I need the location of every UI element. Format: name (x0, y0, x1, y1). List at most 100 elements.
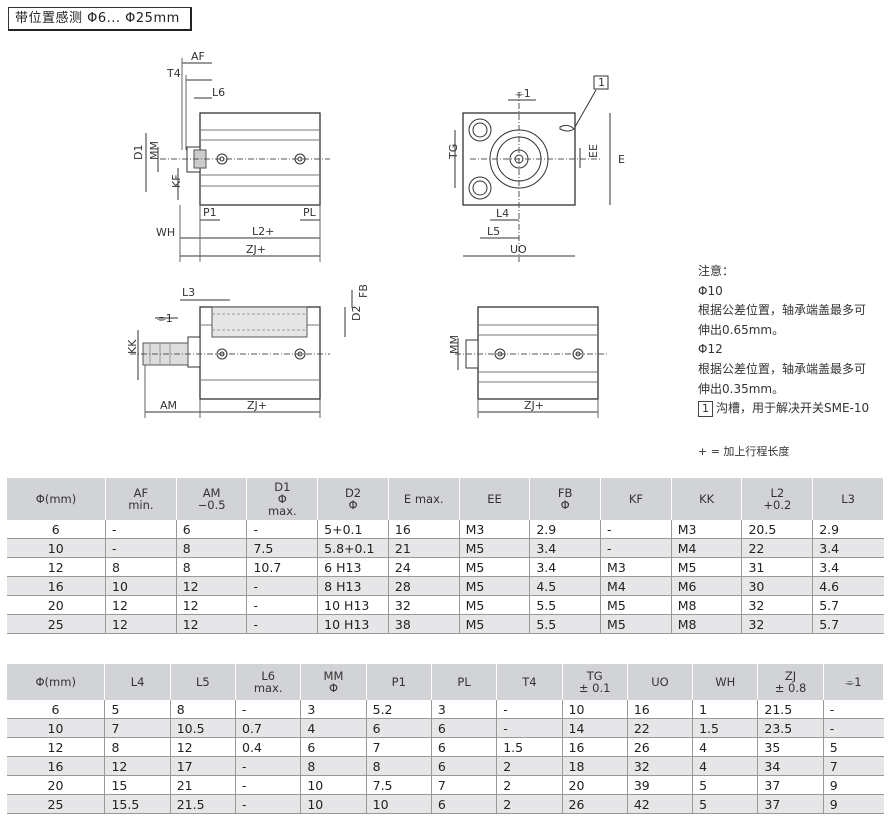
table-cell: 5 (104, 700, 171, 719)
table-cell: 10 (300, 775, 367, 795)
table-cell: 10 H13 (317, 614, 389, 634)
table-cell: 10 (6, 538, 107, 558)
table-cell: 16 (6, 756, 106, 776)
table-cell: 12 (176, 576, 248, 596)
table-cell: 6 (431, 718, 498, 738)
table-cell: - (235, 700, 302, 719)
table-cell: 12 (105, 595, 177, 615)
table-cell: 8 (105, 557, 177, 577)
table-cell: 16 (562, 737, 628, 757)
table-cell: 10 (366, 794, 432, 814)
header-text: MM (323, 669, 344, 683)
table-cell: 6 (6, 520, 107, 539)
table-cell: 4.6 (812, 576, 884, 596)
label-L2: L2+ (252, 225, 274, 238)
table-cell: 4 (692, 756, 759, 776)
label-D2: D2 (350, 306, 363, 321)
header-text: ZJ (784, 669, 797, 683)
label-EE: EE (587, 144, 600, 158)
column-header: L5 (169, 664, 237, 700)
table-cell: 12 (170, 737, 237, 757)
table-cell: 20 (6, 595, 107, 615)
table-cell: M8 (671, 595, 743, 615)
table-cell: 16 (627, 700, 694, 719)
table-cell: 1.5 (692, 718, 759, 738)
label-ZJ-bottom: ZJ+ (247, 399, 267, 412)
table-cell: 3.4 (529, 557, 602, 577)
table-cell: 25 (6, 614, 107, 634)
table-cell: 10 (300, 794, 367, 814)
table-cell: 9 (823, 775, 884, 795)
table-cell: 10 (105, 576, 177, 596)
label-ZJ-rear: ZJ+ (524, 399, 544, 412)
table-cell: 10.5 (170, 718, 237, 738)
label-D1: D1 (132, 145, 145, 160)
table-cell: M5 (600, 614, 672, 634)
header-text: ⌯1 (845, 675, 862, 689)
cylinder-drawings: AF T4 L6 D1 MM KF P1 PL WH L2+ ZJ+ ⌯1 1 … (126, 50, 625, 418)
header-text: −0.5 (197, 498, 226, 512)
table-cell: 8 (104, 737, 171, 757)
table-cell: 10 (562, 700, 628, 719)
table-cell: 12 (105, 614, 177, 634)
table-cell: - (246, 614, 319, 634)
table-cell: 8 (366, 756, 432, 776)
table-cell: 4 (692, 737, 759, 757)
column-header: E max. (387, 478, 460, 520)
header-text: EE (487, 492, 502, 506)
table-cell: 39 (627, 775, 694, 795)
label-ZJ-top: ZJ+ (246, 243, 266, 256)
table-cell: 10.7 (246, 557, 319, 577)
table-cell: 32 (388, 595, 460, 615)
table-cell: 2.9 (812, 520, 884, 539)
header-text: KF (628, 492, 643, 506)
table-cell: M4 (671, 538, 743, 558)
table-cell: 21.5 (170, 794, 237, 814)
note-d10: Φ10 (698, 283, 723, 298)
table-cell: 20 (562, 775, 628, 795)
label-MM-rear: MM (448, 335, 461, 354)
table-cell: 8 (300, 756, 367, 776)
table-cell: 5.7 (812, 614, 884, 634)
header-text: L6 (261, 669, 276, 683)
table-cell: 1 (692, 700, 759, 719)
table-cell: 17 (170, 756, 237, 776)
column-header: KF (600, 478, 672, 520)
table-cell: 2 (496, 794, 563, 814)
table-cell: 4.5 (529, 576, 602, 596)
header-text: D2 (344, 486, 362, 500)
header-text: AF (133, 486, 149, 500)
plus-note: + = 加上行程长度 (698, 445, 790, 458)
notes-block: 注意： Φ10 根据公差位置，轴承端盖最多可 伸出0.65mm。 Φ12 根据公… (698, 262, 869, 419)
table-cell: 42 (627, 794, 694, 814)
notes-heading: 注意： (698, 264, 735, 278)
label-UO: UO (510, 243, 527, 256)
table-cell: 37 (757, 794, 824, 814)
table-cell: 5.5 (529, 595, 602, 615)
header-text: TG (586, 669, 603, 683)
table-cell: 12 (176, 595, 248, 615)
table-cell: 8 H13 (317, 576, 389, 596)
table-cell: - (600, 520, 672, 539)
header-text: Φ(mm) (35, 492, 77, 506)
column-header: TG± 0.1 (561, 664, 628, 700)
table-cell: 2 (496, 756, 563, 776)
table-cell: 16 (6, 576, 107, 596)
table-cell: - (246, 520, 319, 539)
header-text: UO (651, 675, 669, 689)
header-text: min. (128, 498, 154, 512)
table-cell: 20.5 (741, 520, 814, 539)
table-cell: 10 (6, 718, 106, 738)
table-cell: M3 (671, 520, 743, 539)
label-FB: FB (357, 284, 370, 298)
